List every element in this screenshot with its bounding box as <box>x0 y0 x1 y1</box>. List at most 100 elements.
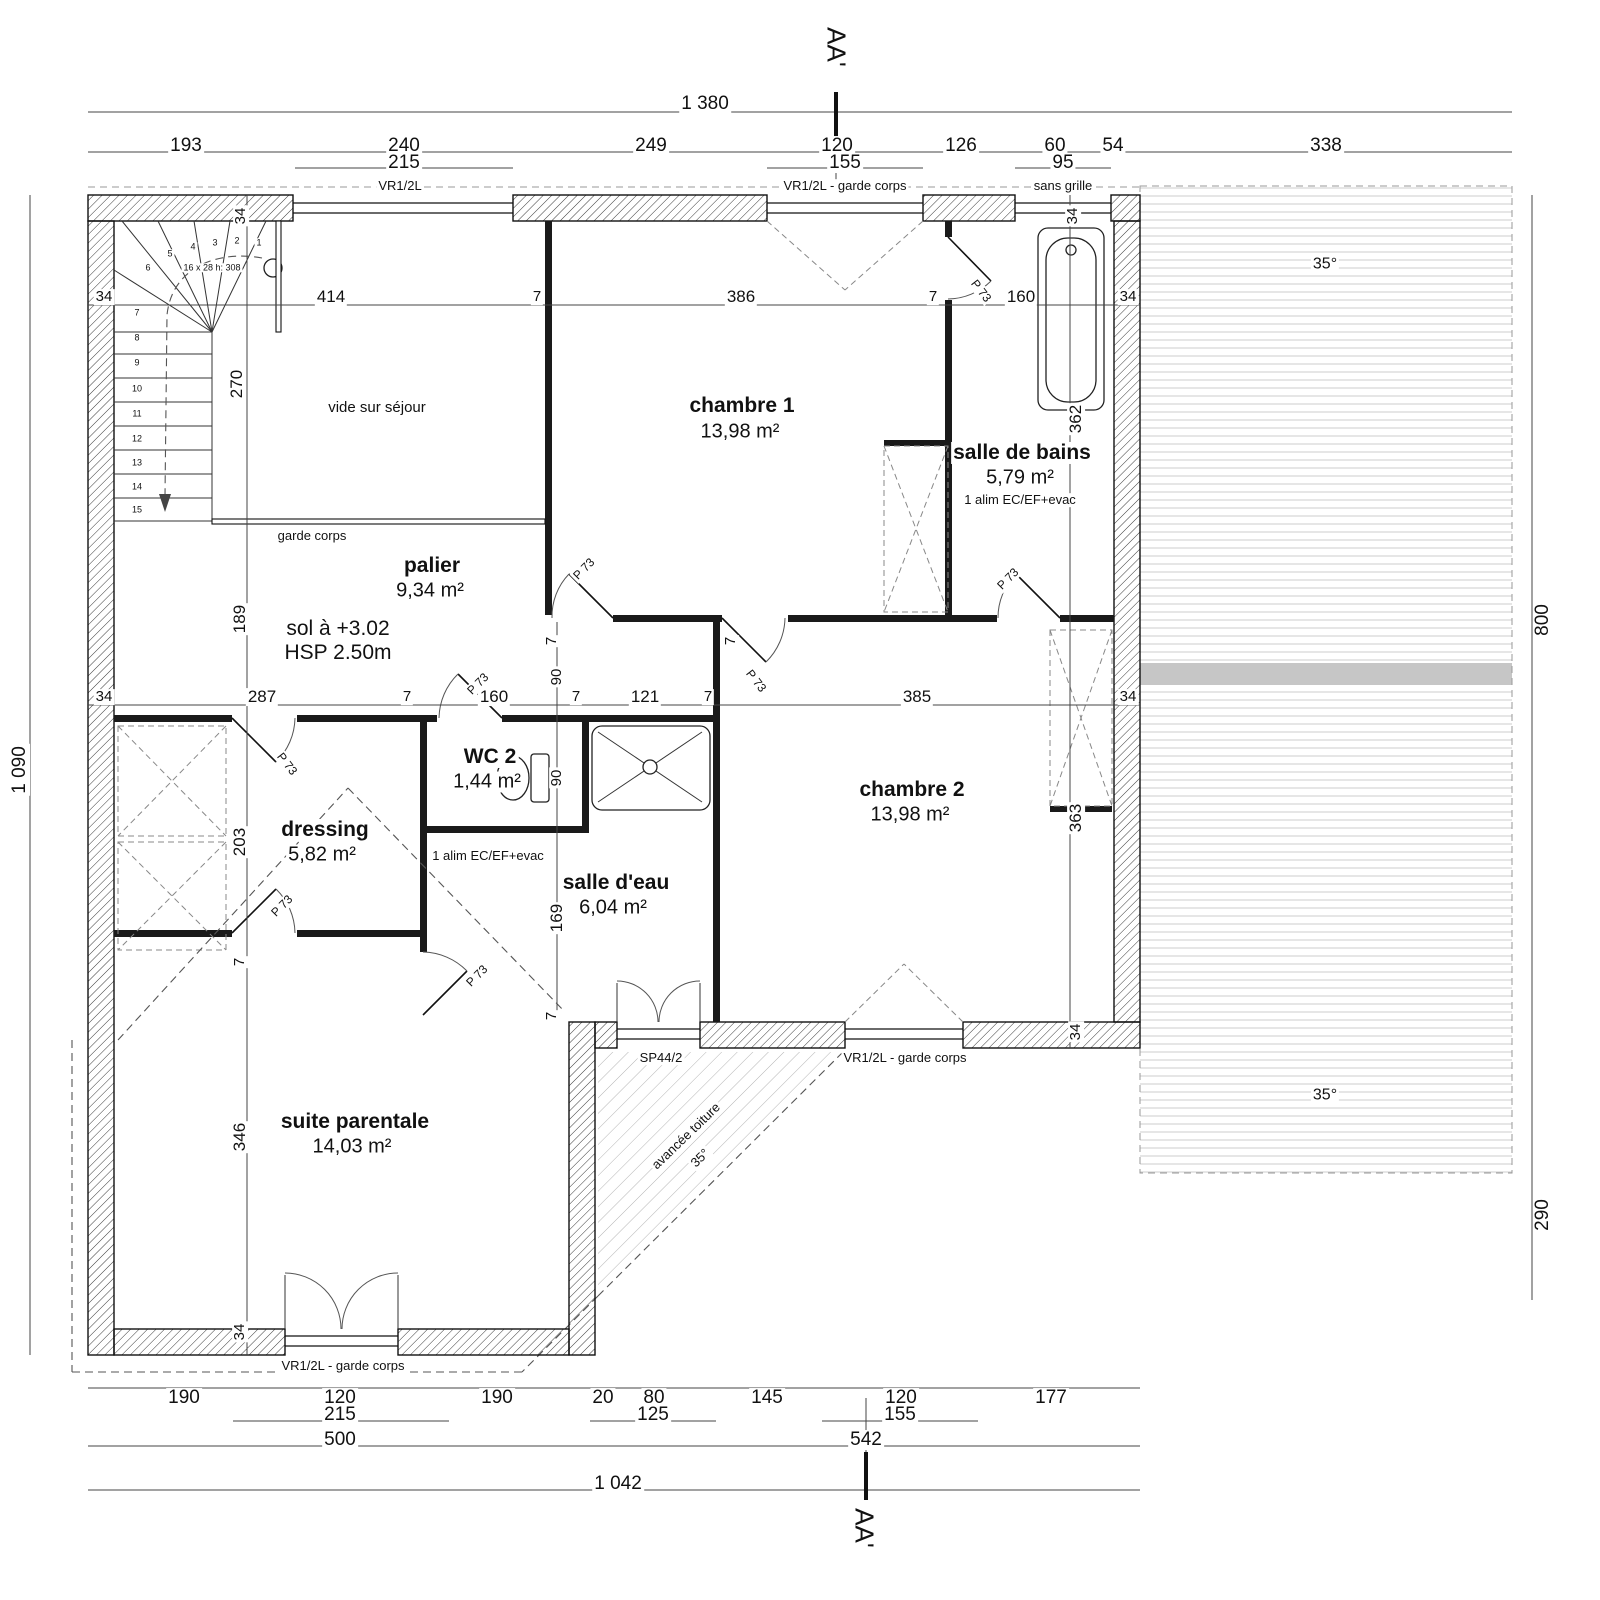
stair-step-number: 10 <box>129 383 145 394</box>
dim-label: 7 <box>543 1009 561 1023</box>
room-label: dressing <box>279 817 371 842</box>
dim-label: 121 <box>628 687 662 707</box>
dim-label: 160 <box>1004 287 1038 307</box>
dim-label: 414 <box>314 287 348 307</box>
slope-lines <box>117 220 964 1041</box>
dim-label: 7 <box>569 688 583 706</box>
dim-label: 203 <box>230 825 250 859</box>
stair-railing <box>275 220 282 333</box>
stair-step-number: 3 <box>210 237 220 248</box>
dim-label: 338 <box>1308 135 1344 157</box>
room-label: salle de bains <box>951 440 1093 465</box>
dim-label: 155 <box>882 1404 918 1426</box>
dim-label: 7 <box>400 688 414 706</box>
railing-note: garde corps <box>275 528 349 544</box>
dim-label: 145 <box>749 1387 785 1409</box>
room-label: vide sur séjour <box>326 399 428 417</box>
ceiling-height-note: HSP 2.50m <box>282 640 394 665</box>
dim-label: 7 <box>701 688 715 706</box>
dim-label: 120 <box>322 1387 358 1409</box>
dim-label: 215 <box>322 1404 358 1426</box>
dim-label: 270 <box>227 367 247 401</box>
room-label: chambre 1 <box>687 393 797 418</box>
dim-label: 362 <box>1066 402 1086 436</box>
dim-label: 34 <box>1117 688 1139 706</box>
roof-slope: 35° <box>1310 255 1340 274</box>
dim-label: 60 <box>1042 135 1068 157</box>
stair-note: 16 x 28 h: 308 <box>181 262 243 273</box>
room-label: suite parentale <box>278 1109 432 1134</box>
dim-label: 126 <box>943 135 979 157</box>
room-area: 13,98 m² <box>868 803 952 826</box>
stair-step-number: 13 <box>129 457 145 468</box>
stair-step-number: 2 <box>232 235 242 246</box>
stair-step-number: 9 <box>132 357 142 368</box>
railing <box>211 220 546 525</box>
stairs <box>113 220 283 522</box>
roof-ridge-band <box>1140 663 1512 685</box>
dim-total-width: 1 380 <box>679 93 731 115</box>
dim-label: 34 <box>93 288 115 306</box>
room-area: 1,44 m² <box>451 770 523 793</box>
dim-label: 363 <box>1066 801 1086 835</box>
dim-label: 34 <box>1067 1021 1085 1043</box>
dim-label: 34 <box>232 205 250 227</box>
dim-label: 386 <box>724 287 758 307</box>
stair-step-number: 12 <box>129 433 145 444</box>
dim-label: 240 <box>386 135 422 157</box>
room-label: palier <box>401 553 463 578</box>
dim-label: 125 <box>635 1404 671 1426</box>
stair-step-number: 6 <box>143 262 153 273</box>
room-area: 6,04 m² <box>577 896 649 919</box>
dim-label: 215 <box>386 152 422 174</box>
door-tag: P 73 <box>273 748 301 780</box>
door-tag: P 73 <box>569 554 599 584</box>
dim-label: 290 <box>1532 1197 1554 1233</box>
window-tag: VR1/2L - garde corps <box>841 1050 969 1066</box>
plumbing-note: 1 alim EC/EF+evac <box>430 848 546 864</box>
dim-label: 190 <box>479 1387 515 1409</box>
roof-slope: 35° <box>1310 1086 1340 1105</box>
shower-drain <box>642 759 658 775</box>
roof-overhang-note: 35° <box>686 1144 714 1172</box>
room-area: 14,03 m² <box>310 1135 394 1158</box>
dim-label: 190 <box>166 1387 202 1409</box>
bathtub-drain <box>1065 244 1077 256</box>
room-label: chambre 2 <box>857 777 967 802</box>
dim-label: 287 <box>245 687 279 707</box>
room-area: 5,82 m² <box>286 843 358 866</box>
section-marker-bottom: AA' <box>849 1506 880 1550</box>
roof-overhang-note: avancée toiture <box>647 1098 725 1174</box>
dim-label: 193 <box>168 135 204 157</box>
dim-label: 177 <box>1033 1387 1069 1409</box>
dim-label: 155 <box>827 152 863 174</box>
windows <box>285 202 1111 1347</box>
stair-step-number: 11 <box>130 408 144 419</box>
dim-label: 346 <box>230 1120 250 1154</box>
doors <box>231 236 1061 1330</box>
dim-label: 189 <box>230 602 250 636</box>
dim-total-height: 1 090 <box>9 744 31 796</box>
stair-step-number: 5 <box>165 248 175 259</box>
window-tag: VR1/2L <box>376 178 424 194</box>
dim-label: 385 <box>900 687 934 707</box>
door-tag: P 73 <box>462 961 492 991</box>
dim-label: 34 <box>231 1321 249 1343</box>
dim-label: 7 <box>543 634 561 648</box>
dim-label: 7 <box>530 288 544 306</box>
door-tag: P 73 <box>267 891 297 921</box>
stair-step-number: 14 <box>129 481 145 492</box>
window-tag: SP44/2 <box>637 1050 685 1066</box>
dim-label: 90 <box>548 666 566 688</box>
section-marker-top: AA' <box>821 25 852 69</box>
floor-level-note: sol à +3.02 <box>284 616 392 641</box>
window-tag: sans grille <box>1031 178 1095 194</box>
dim-label: 95 <box>1050 152 1076 174</box>
dim-label: 160 <box>477 687 511 707</box>
dim-label: 7 <box>926 288 940 306</box>
stair-step-number: 15 <box>129 504 145 515</box>
room-area: 13,98 m² <box>698 420 782 443</box>
